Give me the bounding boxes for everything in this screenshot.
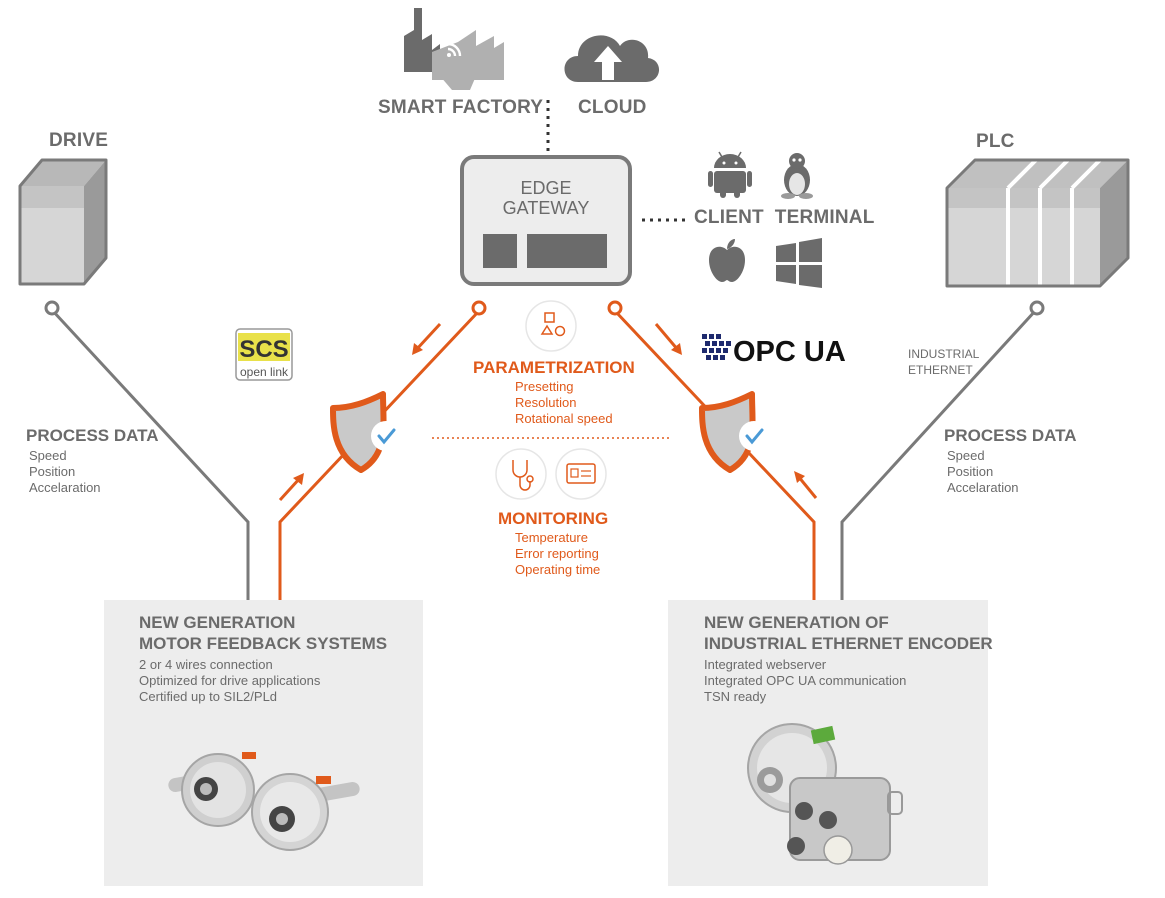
process-data-left-title: PROCESS DATA — [26, 426, 159, 445]
grey-connectors — [50, 308, 1038, 600]
panel-left-item: Optimized for drive applications — [139, 673, 321, 688]
opcua-logo-text: OPC UA — [733, 336, 846, 368]
edge-gateway-label: EDGE GATEWAY — [462, 178, 630, 218]
plc-icon — [945, 158, 1130, 288]
panel-right-item: TSN ready — [704, 689, 767, 704]
monitoring-item: Operating time — [515, 562, 601, 577]
windows-icon — [776, 238, 822, 288]
process-item: Position — [947, 464, 994, 479]
smart-factory-label: SMART FACTORY — [378, 97, 544, 118]
parametrization-title: PARAMETRIZATION — [473, 358, 635, 377]
panel-left-item: 2 or 4 wires connection — [139, 657, 273, 672]
panel-right-title-1: NEW GENERATION OF — [704, 613, 889, 632]
panel-right-text: NEW GENERATION OF INDUSTRIAL ETHERNET EN… — [704, 612, 993, 705]
panel-left-title-1: NEW GENERATION — [139, 613, 296, 632]
process-item: Speed — [29, 448, 67, 463]
gateway-line1: EDGE — [520, 178, 572, 198]
process-item: Accelaration — [947, 480, 1019, 495]
parametrization-item: Rotational speed — [515, 411, 613, 426]
encoder-image-left — [168, 752, 360, 851]
stethoscope-icon — [495, 448, 547, 500]
monitoring-item: Temperature — [515, 530, 588, 545]
gateway-right-node — [607, 300, 623, 316]
plc-label: PLC — [976, 131, 1015, 152]
id-card-icon — [555, 448, 607, 500]
drive-label: DRIVE — [49, 130, 109, 151]
cloud-upload-icon — [564, 35, 660, 82]
gateway-port-large — [527, 234, 607, 268]
industrial-ethernet-line2: ETHERNET — [908, 363, 973, 377]
panel-left-title-2: MOTOR FEEDBACK SYSTEMS — [139, 634, 388, 653]
panel-right-item: Integrated OPC UA communication — [704, 673, 907, 688]
panel-right-item: Integrated webserver — [704, 657, 827, 672]
industrial-ethernet-line1: INDUSTRIAL — [908, 347, 980, 361]
scs-logo-top: SCS — [239, 336, 288, 363]
monitoring-item: Error reporting — [515, 546, 599, 561]
encoder-image-right — [747, 723, 903, 865]
monitoring-title: MONITORING — [498, 509, 609, 528]
panel-left-item: Certified up to SIL2/PLd — [139, 689, 278, 704]
client-terminal-label: CLIENT TERMINAL — [694, 207, 875, 228]
android-icon — [708, 151, 752, 198]
process-data-right-title: PROCESS DATA — [944, 426, 1077, 445]
panel-right-title-2: INDUSTRIAL ETHERNET ENCODER — [704, 634, 993, 653]
process-item: Accelaration — [29, 480, 101, 495]
shield-check-icon-right — [699, 391, 769, 473]
process-item: Speed — [947, 448, 985, 463]
parametrization-item: Presetting — [515, 379, 574, 394]
apple-icon — [709, 239, 745, 282]
process-data-right: PROCESS DATA Speed Position Accelaration — [944, 426, 1077, 496]
flow-arrows — [278, 322, 818, 502]
parametrization-item: Resolution — [515, 395, 577, 410]
factory-icon — [404, 8, 504, 90]
scs-open-link-logo: SCS open link — [235, 328, 293, 381]
industrial-ethernet-label: INDUSTRIAL ETHERNET — [908, 346, 979, 378]
opcua-logo: OPC UA — [702, 334, 846, 368]
drive-icon — [18, 158, 108, 286]
process-data-left: PROCESS DATA Speed Position Accelaration — [26, 426, 159, 496]
plc-connector-node — [1029, 300, 1045, 316]
parametrization-block: PARAMETRIZATION Presetting Resolution Ro… — [473, 358, 635, 427]
orange-connectors — [278, 310, 816, 600]
gateway-left-node — [471, 300, 487, 316]
process-item: Position — [29, 464, 76, 479]
cloud-label: CLOUD — [578, 97, 647, 118]
shield-check-icon-left — [330, 391, 401, 473]
drive-connector-node — [44, 300, 60, 316]
scs-logo-bottom: open link — [240, 365, 289, 379]
gateway-line2: GATEWAY — [502, 198, 590, 218]
shapes-icon — [525, 300, 577, 352]
gateway-port-small — [483, 234, 517, 268]
monitoring-block: MONITORING Temperature Error reporting O… — [498, 509, 608, 578]
panel-left-text: NEW GENERATION MOTOR FEEDBACK SYSTEMS 2 … — [139, 612, 387, 705]
linux-icon — [781, 153, 813, 199]
